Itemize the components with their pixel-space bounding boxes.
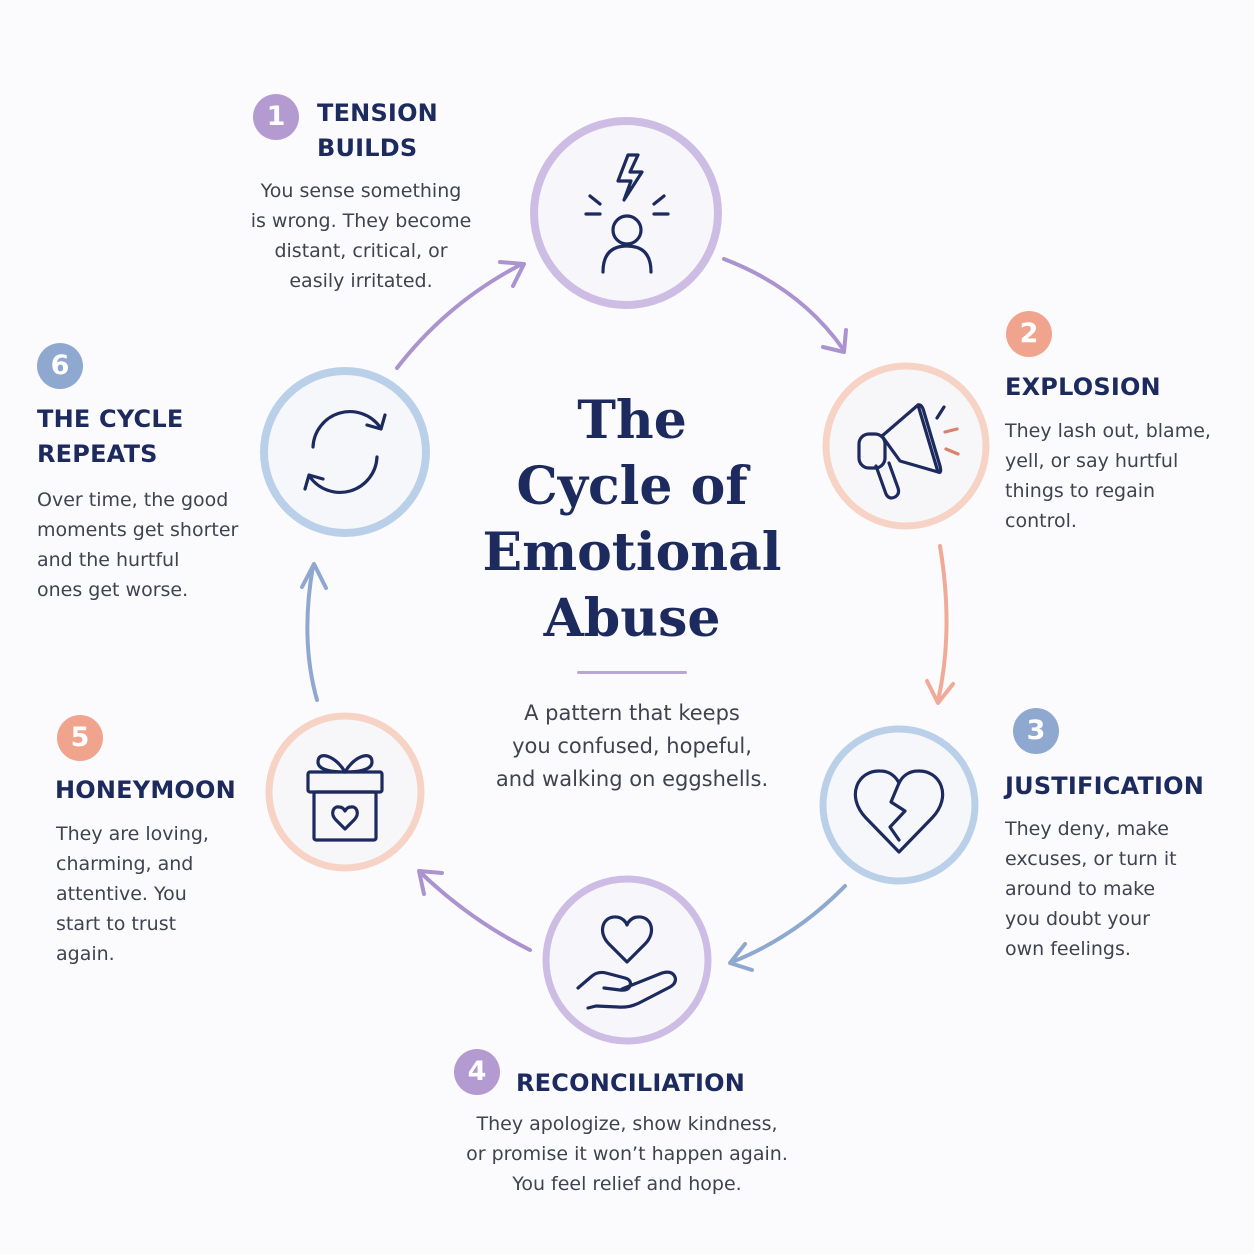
arrow-1-to-2 — [722, 257, 845, 351]
diagram-title: The Cycle of Emotional Abuse — [427, 388, 837, 652]
stage-number-badge-5: 5 — [57, 715, 103, 761]
arrow-6-to-1 — [395, 262, 524, 370]
arrow-3-to-4-head — [728, 942, 754, 972]
stage-circle-2 — [822, 362, 990, 530]
subtitle-line: you confused, hopeful, — [512, 734, 752, 758]
stage-circle-1 — [530, 117, 722, 309]
desc-line: They apologize, show kindness, — [476, 1113, 778, 1135]
stage-title-cycle-repeats: THE CYCLE REPEATS — [37, 402, 183, 472]
desc-line: They deny, make — [1005, 818, 1169, 840]
stage-title-honeymoon: HONEYMOON — [55, 773, 236, 808]
broken-heart-icon — [853, 769, 945, 854]
desc-line: You sense something — [260, 180, 462, 202]
desc-line: around to make — [1005, 878, 1156, 900]
arrow-3-to-4 — [730, 884, 847, 964]
desc-line: yell, or say hurtful — [1005, 450, 1179, 472]
arrow-2-to-3 — [936, 544, 949, 703]
stage-circle-3 — [819, 725, 979, 885]
desc-line: They lash out, blame, — [1005, 420, 1211, 442]
stage-title-line: JUSTIFICATION — [1005, 772, 1205, 800]
desc-line: excuses, or turn it — [1005, 848, 1177, 870]
heart-in-hand-icon — [576, 915, 678, 1010]
desc-line: You feel relief and hope. — [512, 1173, 742, 1195]
cycle-arrows-icon — [303, 410, 387, 494]
arrow-2-to-3-head — [925, 679, 955, 705]
stage-title-line: EXPLOSION — [1005, 373, 1161, 401]
stage-number-badge-1: 1 — [253, 94, 299, 140]
desc-line: ones get worse. — [37, 579, 189, 601]
stage-title-line: REPEATS — [37, 440, 158, 468]
desc-line: and the hurtful — [37, 549, 180, 571]
stage-number-badge-6: 6 — [37, 343, 83, 389]
gift-heart-icon — [306, 754, 384, 842]
stage-circle-6 — [260, 367, 430, 537]
stage-description-1: You sense something is wrong. They becom… — [232, 176, 490, 296]
megaphone-icon — [857, 403, 960, 500]
desc-line: moments get shorter — [37, 519, 239, 541]
desc-line: easily irritated. — [289, 270, 433, 292]
desc-line: Over time, the good — [37, 489, 229, 511]
stage-title-line: THE CYCLE — [37, 405, 184, 433]
person-lightning-icon — [584, 153, 670, 274]
desc-line: again. — [56, 943, 115, 965]
title-line: The — [577, 390, 687, 451]
arrow-4-to-5-head — [417, 869, 444, 896]
arrow-6-to-1-head — [498, 260, 526, 288]
arrow-1-to-2-head — [821, 328, 848, 354]
desc-line: things to regain — [1005, 480, 1156, 502]
stage-title-justification: JUSTIFICATION — [1005, 769, 1204, 804]
stage-number-badge-2: 2 — [1006, 311, 1052, 357]
desc-line: start to trust — [56, 913, 177, 935]
arrow-5-to-6 — [305, 564, 319, 702]
desc-line: attentive. You — [56, 883, 187, 905]
subtitle-line: and walking on eggshells. — [495, 767, 769, 791]
title-divider — [577, 671, 687, 674]
stage-title-line: TENSION — [317, 99, 438, 127]
stage-description-3: They deny, make excuses, or turn it arou… — [1005, 814, 1177, 964]
title-line: Abuse — [543, 588, 721, 649]
stage-title-line: RECONCILIATION — [516, 1069, 746, 1097]
stage-number-badge-3: 3 — [1013, 708, 1059, 754]
desc-line: own feelings. — [1005, 938, 1131, 960]
desc-line: They are loving, — [56, 823, 209, 845]
cycle-arrows — [300, 257, 955, 972]
desc-line: distant, critical, or — [274, 240, 448, 262]
stage-description-6: Over time, the good moments get shorter … — [37, 485, 238, 605]
stage-number-badge-4: 4 — [454, 1049, 500, 1095]
stage-description-2: They lash out, blame, yell, or say hurtf… — [1005, 416, 1211, 536]
stage-description-4: They apologize, show kindness, or promis… — [440, 1109, 814, 1199]
desc-line: you doubt your — [1005, 908, 1150, 930]
title-line: Emotional — [482, 522, 782, 583]
arrow-4-to-5 — [418, 870, 532, 952]
arrow-5-to-6-head — [300, 562, 328, 590]
stage-title-line: BUILDS — [317, 134, 418, 162]
desc-line: charming, and — [56, 853, 194, 875]
desc-line: or promise it won’t happen again. — [466, 1143, 788, 1165]
diagram-subtitle: A pattern that keeps you confused, hopef… — [432, 697, 832, 796]
desc-line: control. — [1005, 510, 1077, 532]
stage-title-line: HONEYMOON — [55, 776, 236, 804]
subtitle-line: A pattern that keeps — [524, 701, 740, 725]
desc-line: is wrong. They become — [250, 210, 472, 232]
stage-title-explosion: EXPLOSION — [1005, 370, 1161, 405]
title-line: Cycle of — [516, 456, 748, 517]
stage-title-tension-builds: TENSION BUILDS — [317, 96, 438, 166]
stage-title-reconciliation: RECONCILIATION — [516, 1066, 745, 1101]
stage-description-5: They are loving, charming, and attentive… — [56, 819, 209, 969]
